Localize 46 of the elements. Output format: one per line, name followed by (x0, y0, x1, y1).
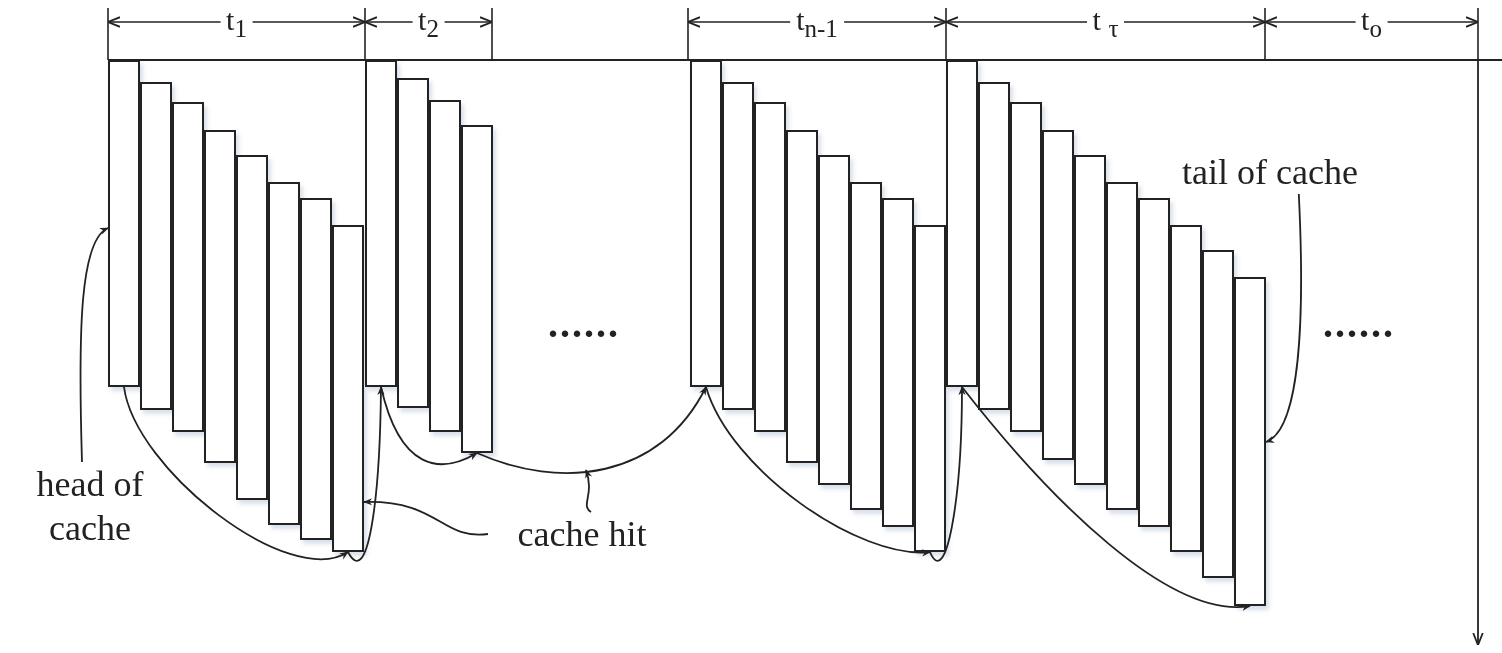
curved-arrow (347, 386, 385, 562)
cache-block (397, 78, 429, 408)
curved-arrow (961, 386, 1251, 610)
cache-block (1234, 277, 1266, 606)
cache-block (365, 60, 397, 387)
cache-block (1202, 250, 1234, 578)
cache-block (786, 130, 818, 463)
cache-block (204, 130, 236, 463)
ellipsis-text: ...... (548, 300, 620, 347)
cache-block (754, 102, 786, 432)
cache-block (140, 82, 172, 410)
cache-block (268, 182, 300, 525)
leader-line (1265, 193, 1302, 443)
cache-block (108, 60, 140, 387)
cache-block (1042, 130, 1074, 460)
cache-block (978, 82, 1010, 410)
cache-block (1170, 225, 1202, 552)
cache-block (690, 60, 722, 387)
curved-arrow (380, 386, 478, 465)
cache-block (461, 125, 493, 453)
cache-block (882, 198, 914, 527)
curved-arrow (705, 386, 931, 556)
cache-block (429, 100, 461, 432)
cache-block (722, 82, 754, 410)
ellipsis-text: ...... (1323, 300, 1395, 347)
leader-line (363, 498, 489, 536)
cache-block (946, 60, 978, 387)
cache-block (172, 102, 204, 432)
cache-block (236, 155, 268, 500)
leader-line (584, 469, 592, 513)
cache-block (818, 155, 850, 485)
cache-block (332, 225, 364, 552)
cache-block (1074, 155, 1106, 485)
annotation-text: cache hit (492, 512, 672, 556)
annotation-text: tail of cache (1150, 150, 1390, 194)
cache-block (1010, 102, 1042, 432)
cache-block (1106, 182, 1138, 510)
curved-arrow (123, 386, 349, 560)
leader-line (79, 227, 109, 463)
cache-block (850, 182, 882, 510)
curved-arrow (476, 386, 707, 474)
annotation-text: head of cache (10, 462, 170, 550)
cache-block (1138, 198, 1170, 527)
curved-arrow (929, 386, 966, 562)
cache-block (914, 225, 946, 552)
cache-block (300, 198, 332, 540)
